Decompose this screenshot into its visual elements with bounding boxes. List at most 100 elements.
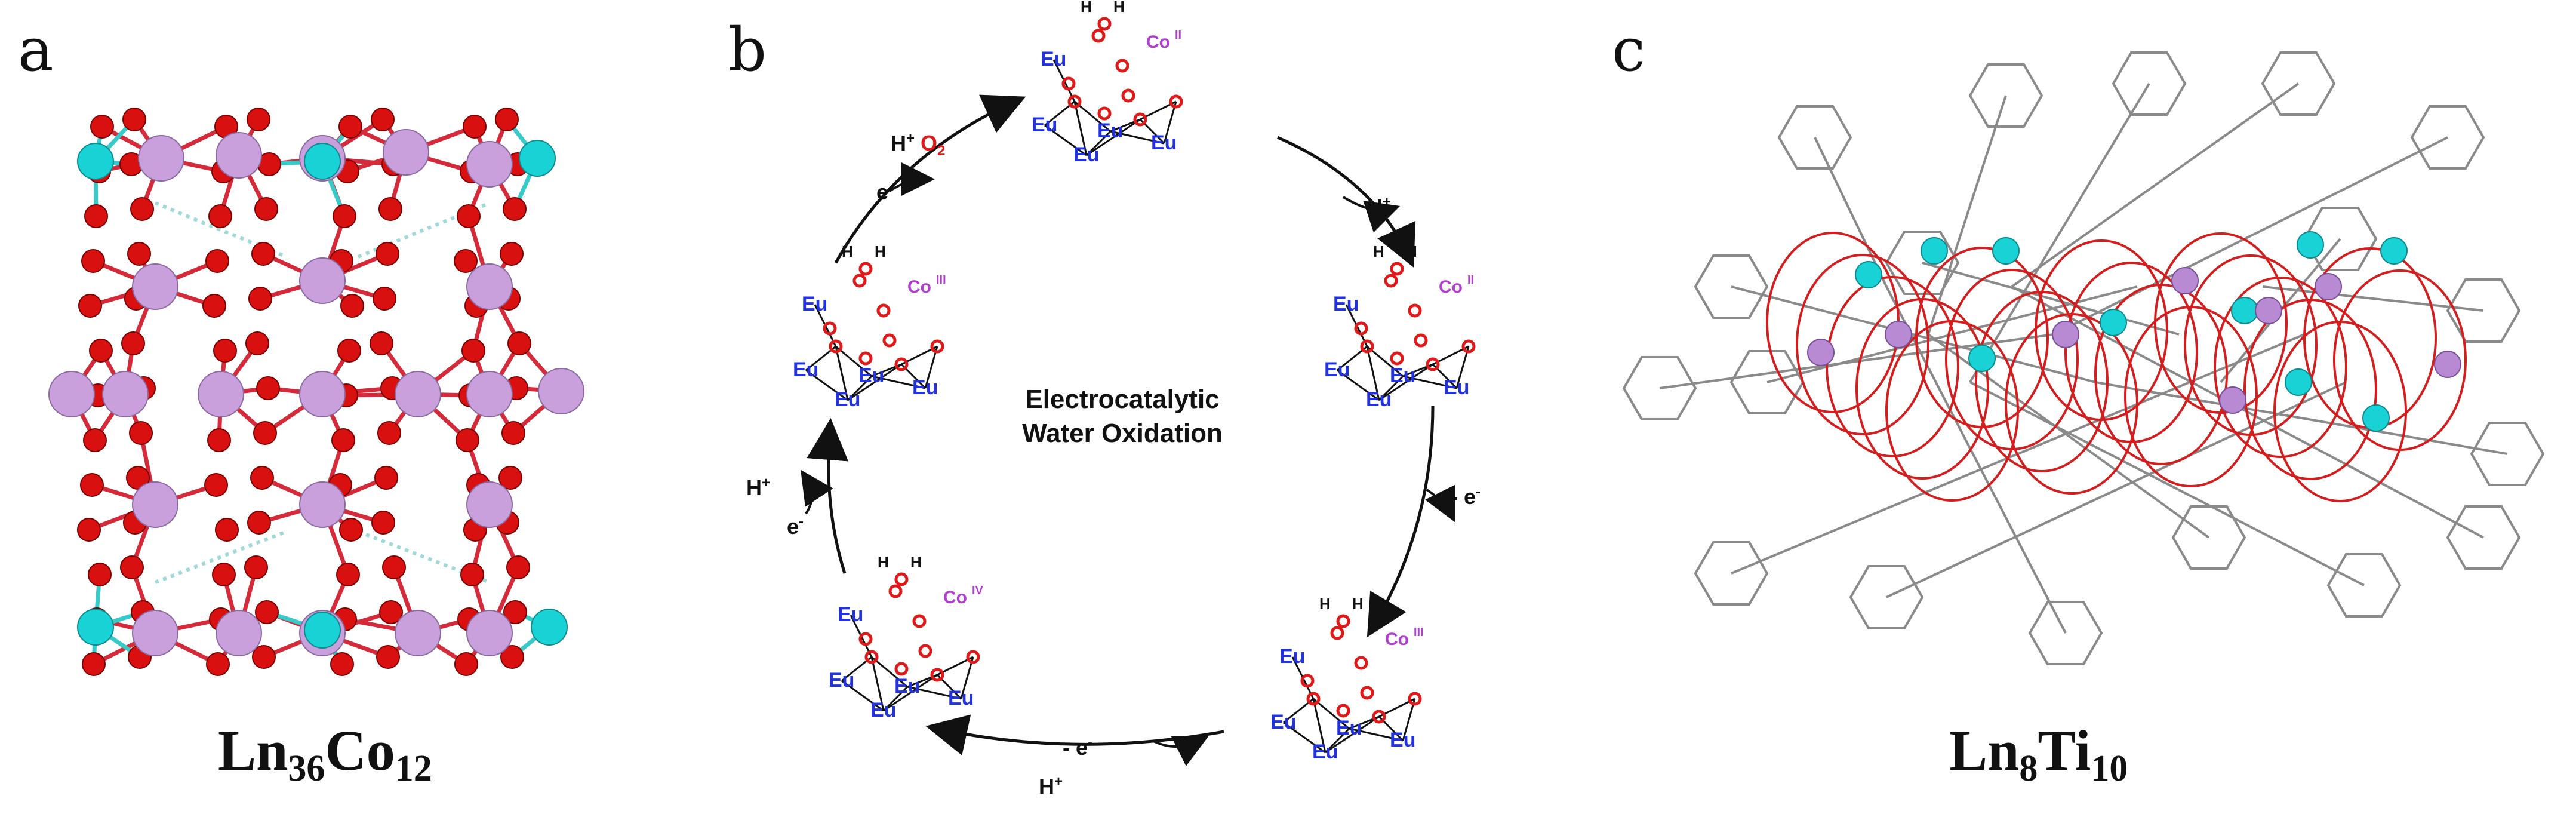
h-label: H <box>1373 242 1384 260</box>
ligand-chain <box>1659 333 2054 389</box>
lanthanide-atom <box>198 371 244 417</box>
oxygen-atom <box>454 652 478 676</box>
cluster-bond <box>871 375 926 389</box>
cycle-arrows <box>801 94 1455 766</box>
lanthanide-atom <box>2219 386 2246 414</box>
eu-label: Eu <box>1366 388 1392 411</box>
arrow-left-to-top <box>834 94 1026 264</box>
oxygen-atom <box>340 294 364 318</box>
lanthanide-atom <box>138 135 184 182</box>
oxygen-atom <box>207 428 231 452</box>
step2-top: - e <box>1451 484 1476 509</box>
oxygen-atom <box>333 204 356 228</box>
lanthanide-atom <box>395 371 441 417</box>
cluster-bond <box>1313 698 1350 730</box>
lanthanide-atom <box>1885 321 1912 348</box>
oxygen-atom <box>460 563 484 586</box>
ligand-chain <box>2053 136 2448 336</box>
oxygen-atom <box>77 518 101 542</box>
cluster-bond <box>907 686 962 700</box>
lanthanide-atom <box>299 481 346 528</box>
atom-layer <box>48 108 584 676</box>
oxygen-atom <box>251 242 275 266</box>
oxygen-atom <box>244 555 268 579</box>
cobalt-oxidation-state: III <box>936 274 946 287</box>
oxygen-atom <box>81 249 105 273</box>
hydrogen-bond <box>154 530 288 584</box>
cobalt-atom <box>77 609 114 646</box>
oxygen-marker <box>1306 692 1321 706</box>
eu-label: Eu <box>802 293 827 315</box>
lanthanide-atom <box>102 371 149 417</box>
lanthanide-atom <box>1807 339 1835 366</box>
formula-ln8ti10: Ln8Ti10 <box>1949 717 2128 790</box>
eu-label: Eu <box>1390 364 1415 387</box>
cobalt-label: Co <box>1146 32 1170 52</box>
cluster-bond <box>847 363 902 401</box>
oxygen-atom <box>370 331 393 355</box>
phenyl-ring <box>2410 105 2485 170</box>
ligand-chain <box>2095 381 2508 455</box>
cluster-bond <box>870 656 885 711</box>
phenyl-ring <box>2326 553 2402 618</box>
eu-label: Eu <box>858 364 884 387</box>
hook-h-plus <box>1342 196 1401 233</box>
formula-a-metal: Co <box>325 718 395 782</box>
phenyl-ring <box>1694 541 1769 606</box>
cluster-bond <box>1337 369 1380 401</box>
cobalt-atom <box>519 140 556 177</box>
cluster-bond <box>1073 101 1088 156</box>
formula-c-ln: Ln <box>1949 718 2020 782</box>
cluster-bond <box>1325 715 1380 754</box>
oxygen-marker <box>823 321 837 336</box>
phenyl-ring <box>2470 422 2545 486</box>
oxygen-atom <box>253 421 277 445</box>
cobalt-atom <box>304 143 341 180</box>
cobalt-label: Co <box>907 277 931 297</box>
cluster-bond <box>924 346 938 389</box>
titanium-atom <box>2285 368 2312 396</box>
eu-label: Eu <box>1333 293 1359 315</box>
oxygen-marker <box>1067 94 1082 109</box>
oxygen-atom <box>83 428 107 452</box>
eu-label: Eu <box>1032 113 1057 136</box>
cluster-left-bonds <box>805 304 938 401</box>
water-oxygen <box>1336 614 1350 628</box>
oxygen-atom <box>247 108 270 131</box>
panel-letter-a: a <box>18 15 54 85</box>
oxygen-atom <box>254 197 278 221</box>
oxo-bridge <box>2035 239 2168 421</box>
step4-top: e <box>787 514 799 539</box>
step4-label-e: e- <box>787 514 804 539</box>
oxygen-atom <box>338 115 362 139</box>
oxygen-marker <box>876 303 891 318</box>
oxygen-marker <box>1300 674 1315 688</box>
oxo-bridge <box>2333 269 2467 451</box>
oxygen-atom <box>336 563 360 586</box>
oxygen-atom <box>250 466 274 490</box>
oxygen-atom <box>248 287 272 311</box>
phenyl-ring <box>1849 565 1924 629</box>
formula-c-metal: Ti <box>2038 718 2091 782</box>
phenyl-ring <box>2028 601 2103 665</box>
hook-e-bottom <box>1152 736 1209 766</box>
center-label-line2: Water Oxidation <box>1022 419 1223 449</box>
cluster-bond <box>1378 375 1404 401</box>
oxygen-atom <box>88 563 112 586</box>
cluster-bond <box>1402 375 1457 389</box>
oxygen-atom <box>337 339 361 363</box>
oxygen-atom <box>245 331 269 355</box>
oxygen-atom <box>378 197 402 221</box>
ln36co12-model <box>48 108 584 676</box>
oxygen-marker <box>1097 106 1112 121</box>
oxygen-atom <box>84 204 108 228</box>
step3-bottom-sup: - <box>1088 735 1093 751</box>
lanthanide-atom <box>466 141 513 188</box>
oxygen-atom <box>122 108 146 131</box>
oxygen-marker <box>858 632 873 646</box>
oxygen-atom <box>500 645 524 669</box>
oxygen-atom <box>371 108 395 131</box>
lanthanide-atom <box>216 132 262 179</box>
oxygen-atom <box>461 339 485 363</box>
cluster-bond <box>841 680 884 712</box>
